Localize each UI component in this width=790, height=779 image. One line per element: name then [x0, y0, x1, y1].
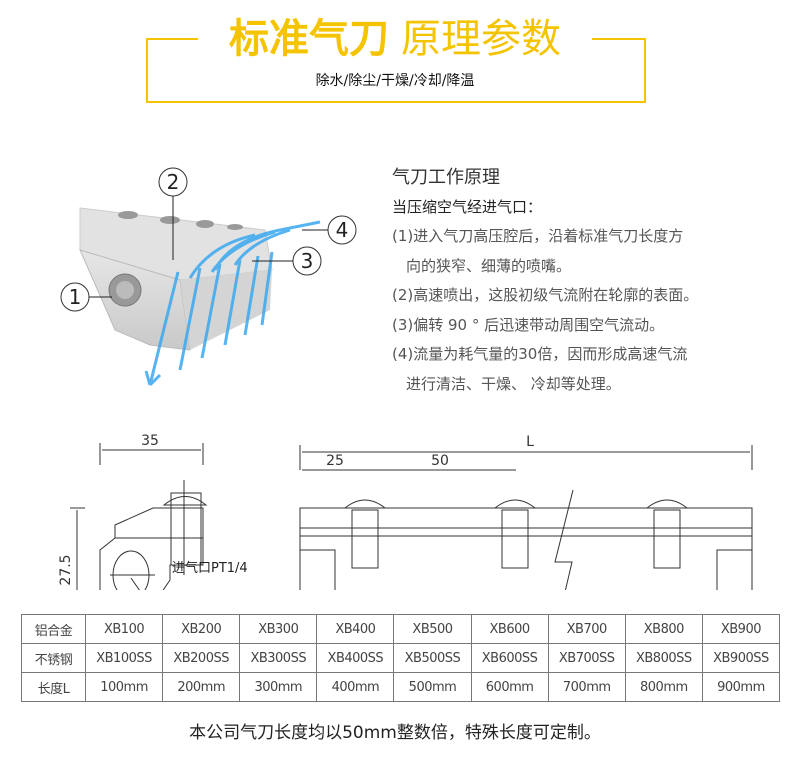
table-cell: XB400: [316, 614, 395, 644]
inlet-label: 进气口PT1/4: [172, 561, 248, 576]
table-cell: XB100: [84, 614, 164, 644]
table-cell: XB500SS: [393, 643, 472, 673]
table-cell: 500mm: [393, 672, 472, 702]
table-cell: XB300: [239, 614, 318, 644]
table-cell: XB600SS: [470, 643, 549, 673]
table-cell: XB500: [393, 614, 472, 644]
table-cell: 200mm: [162, 672, 241, 702]
svg-text:L: L: [526, 434, 534, 450]
side-view: 35 27.5: [58, 433, 208, 590]
table-cell: 300mm: [239, 672, 318, 702]
table-cell: XB100SS: [84, 643, 164, 673]
front-view: L 25 50: [299, 434, 753, 590]
table-cell: 400mm: [316, 672, 395, 702]
callout-4: 4: [302, 215, 357, 245]
callout-2: 2: [158, 167, 188, 260]
header-line-right: [592, 38, 644, 40]
table-cell: XB200SS: [162, 643, 241, 673]
air-knife-illustration: 1 2 3 4: [60, 167, 357, 387]
header-line-left: [146, 38, 198, 40]
table-cell: XB200: [162, 614, 241, 644]
title-bold: 标准气刀: [229, 16, 389, 62]
table-cell: XB800: [624, 614, 703, 644]
table-cell: XB800SS: [624, 643, 703, 673]
principle-line: (3)偏转 90 ° 后迅速带动周围空气流动。: [392, 315, 665, 334]
table-cell: XB700SS: [547, 643, 626, 673]
table-cell: XB700: [547, 614, 626, 644]
air-knife-body: [79, 207, 273, 351]
principle-intro: 当压缩空气经进气口：: [392, 198, 543, 216]
principle-line: 向的狭窄、细薄的喷嘴。: [406, 256, 572, 275]
length-note: 本公司气刀长度均以50mm整数倍，特殊长度可定制。: [189, 723, 601, 743]
row-label: 铝合金: [21, 614, 86, 644]
row-label: 长度L: [21, 672, 86, 702]
table-cell: XB600: [470, 614, 549, 644]
table-cell: XB400SS: [316, 643, 395, 673]
working-principle: 气刀工作原理 当压缩空气经进气口： (1)进入气刀高压腔后，沿着标准气刀长度方 …: [392, 164, 782, 399]
title-regular: 原理参数: [401, 16, 561, 62]
principle-line: (1)进入气刀高压腔后，沿着标准气刀长度方: [392, 227, 684, 245]
table-cell: XB300SS: [239, 643, 318, 673]
table-cell: XB900SS: [701, 643, 781, 673]
airflow-arrows: [144, 220, 321, 387]
callout-3: 3: [252, 246, 322, 276]
table-cell: 700mm: [547, 672, 626, 702]
principle-line: (2)高速喷出，这股初级气流附在轮廓的表面。: [392, 286, 699, 304]
header-frame: [146, 38, 646, 103]
svg-text:2: 2: [167, 170, 180, 194]
table-cell: 800mm: [624, 672, 703, 702]
svg-text:4: 4: [336, 218, 349, 242]
principle-line: (4)流量为耗气量的30倍，因而形成高速气流: [392, 345, 688, 363]
svg-text:35: 35: [141, 433, 159, 449]
table-cell: XB900: [701, 614, 781, 644]
principle-title: 气刀工作原理: [392, 167, 500, 188]
svg-text:27.5: 27.5: [58, 554, 74, 585]
table-cell: 900mm: [701, 672, 781, 702]
principle-line: 进行清洁、干燥、 冷却等处理。: [406, 374, 621, 393]
table-cell: 100mm: [84, 672, 164, 702]
callout-1: 1: [60, 282, 112, 312]
svg-text:3: 3: [301, 249, 314, 273]
page-title: 标准气刀原理参数: [0, 14, 790, 64]
svg-text:1: 1: [69, 285, 82, 309]
svg-text:50: 50: [431, 453, 449, 469]
page-subtitle: 除水/除尘/干燥/冷却/降温: [315, 73, 475, 89]
row-label: 不锈钢: [21, 643, 86, 673]
svg-text:25: 25: [326, 453, 344, 469]
technical-drawing: 35 27.5 L 25 50: [58, 433, 753, 590]
table-cell: 600mm: [470, 672, 549, 702]
